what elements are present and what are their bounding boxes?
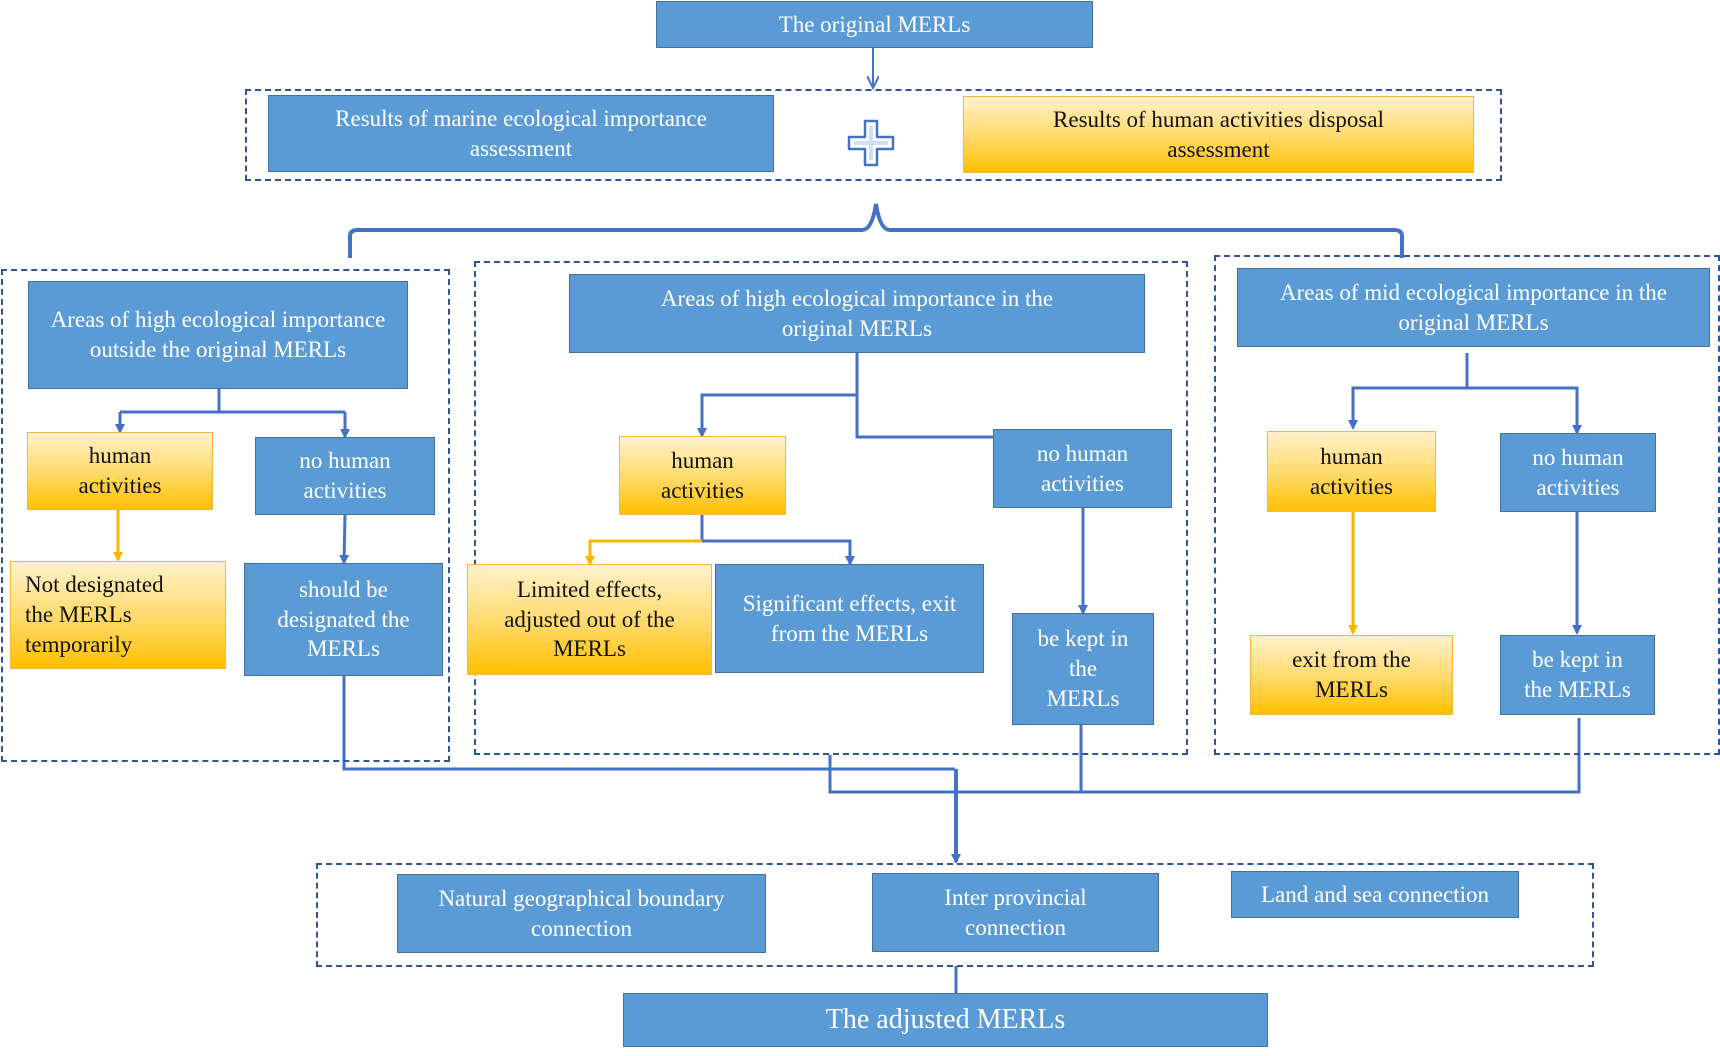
line-right-to-no-human xyxy=(1467,386,1582,435)
node-mid-significant: Significant effects, exit from the MERLs xyxy=(715,564,984,673)
node-right-kept: be kept in the MERLs xyxy=(1500,635,1655,715)
middle-branch-group xyxy=(474,261,1188,755)
line-merge-right xyxy=(1081,718,1581,794)
node-mid-title: Areas of high ecological importance in t… xyxy=(569,274,1145,353)
right-branch-group xyxy=(1214,255,1720,755)
node-right-no-human: no human activities xyxy=(1500,433,1656,512)
node-mid-kept: be kept in the MERLs xyxy=(1012,613,1154,725)
line-merge-left xyxy=(342,676,955,771)
node-mid-human: human activities xyxy=(619,436,786,515)
node-left-not-designated: Not designated the MERLs temporarily xyxy=(10,561,226,669)
node-mid-limited: Limited effects, adjusted out of the MER… xyxy=(467,564,712,675)
line-mid-to-no-human xyxy=(855,395,993,439)
node-marine-assessment: Results of marine ecological importance … xyxy=(268,95,774,172)
node-left-human: human activities xyxy=(27,432,213,510)
arrow-mid-limited xyxy=(585,539,702,566)
node-human-assessment: Results of human activities disposal ass… xyxy=(963,96,1474,173)
arrow-left-should-designate xyxy=(339,514,350,565)
node-mid-no-human: no human activities xyxy=(993,429,1172,508)
node-adjusted-merls: The adjusted MERLs xyxy=(623,993,1268,1047)
arrow-mid-significant xyxy=(702,539,855,566)
node-left-title: Areas of high ecological importance outs… xyxy=(28,281,408,389)
assessment-group xyxy=(245,89,1502,181)
node-left-no-human: no human activities xyxy=(255,437,435,515)
line-merge-middle xyxy=(828,755,955,794)
line-right-title-down xyxy=(1348,353,1469,430)
line-mid-title-down xyxy=(697,353,859,438)
node-inter-provincial: Inter provincial connection xyxy=(872,873,1159,952)
node-natural-boundary: Natural geographical boundary connection xyxy=(397,874,766,953)
node-right-exit: exit from the MERLs xyxy=(1250,635,1453,715)
node-land-sea: Land and sea connection xyxy=(1231,871,1519,918)
plus-icon xyxy=(847,119,895,167)
connection-group xyxy=(316,863,1594,967)
brace xyxy=(348,203,1404,258)
node-right-human: human activities xyxy=(1267,431,1436,512)
node-left-should-designate: should be designated the MERLs xyxy=(244,563,443,676)
node-right-title: Areas of mid ecological importance in th… xyxy=(1237,268,1710,347)
node-original-merls: The original MERLs xyxy=(656,1,1093,48)
left-branch-group xyxy=(1,269,450,762)
